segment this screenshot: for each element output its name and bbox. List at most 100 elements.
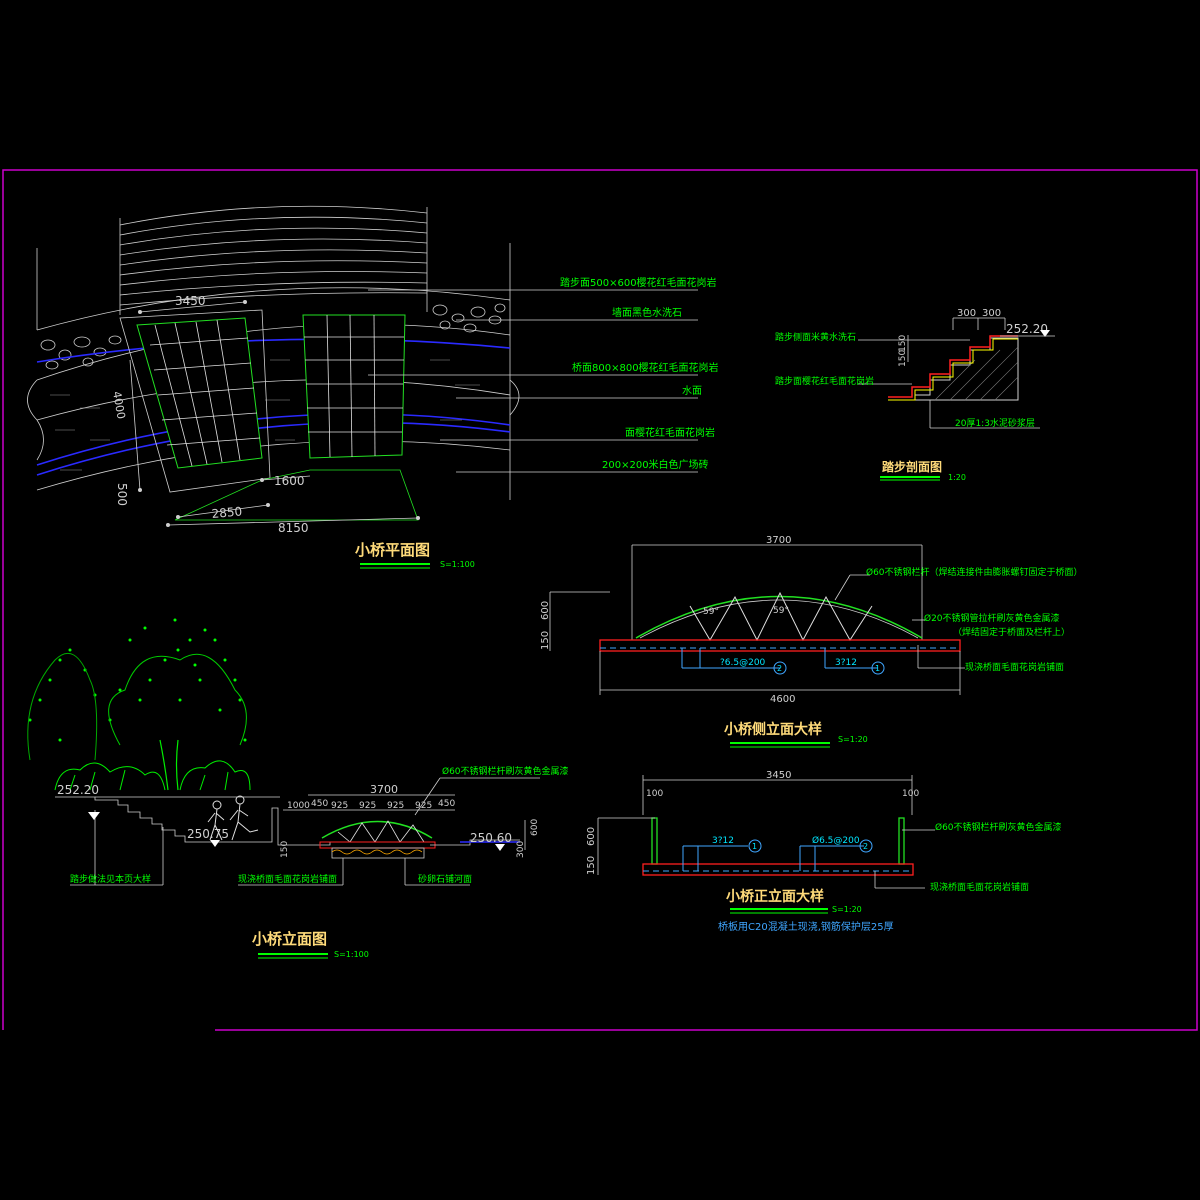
front-post-right <box>898 817 905 865</box>
plan-callout-1: 踏步面500×600樱花红毛面花岗岩 <box>560 276 717 289</box>
front-title: 小桥正立面大样 <box>726 888 824 905</box>
front-elevation: 3450 100 100 600 150 3?12 Ø6.5@200 1 2 Ø… <box>586 770 1062 933</box>
step-dim-h2: 150 <box>898 350 908 367</box>
side-scale: S=1:20 <box>838 735 868 744</box>
side-callout-3: （焊结固定于桥面及栏杆上） <box>953 626 1070 638</box>
plan-callout-6: 200×200米白色广场砖 <box>602 458 709 471</box>
elev-callout-1: Ø60不锈钢栏杆刷灰黄色金属漆 <box>442 765 569 777</box>
left-step-tiles <box>136 317 263 469</box>
step-title: 踏步剖面图 <box>882 459 942 474</box>
plan-scale: S=1:100 <box>440 560 475 569</box>
step-callout-1: 踏步侧面米黄水洗石 <box>775 331 856 343</box>
elev-callout-4: 砂卵石铺河面 <box>418 873 472 885</box>
front-dim-r100: 100 <box>902 789 919 799</box>
front-rebar-1: 3?12 <box>712 836 734 846</box>
step-hatch-body <box>914 337 1019 401</box>
step-dim-a: 300 <box>957 308 976 319</box>
side-title: 小桥侧立面大样 <box>724 721 822 738</box>
elev-dim-925a: 925 <box>331 801 348 811</box>
step-dim-b: 300 <box>982 308 1001 319</box>
elev-dim-450a: 450 <box>311 799 328 809</box>
people-silhouettes <box>207 795 259 841</box>
side-rebar-2: 3?12 <box>835 658 857 668</box>
plan-callout-3: 桥面800×800樱花红毛面花岗岩 <box>572 361 719 374</box>
plan-callout-5: 面樱花红毛面花岗岩 <box>625 426 715 439</box>
front-marker-2: 2 <box>863 842 868 851</box>
step-callout-2: 踏步面樱花红毛面花岗岩 <box>775 375 874 387</box>
stone-pattern <box>40 303 506 370</box>
front-callout-2: 现浇桥面毛面花岗岩铺面 <box>930 881 1029 893</box>
front-scale: S=1:20 <box>832 905 862 914</box>
elev-deck <box>319 841 436 849</box>
plan-title: 小桥平面图 <box>355 541 430 559</box>
elev-dim-925d: 925 <box>415 801 432 811</box>
front-rebar-2: Ø6.5@200 <box>812 835 860 846</box>
elev-dim-h600: 600 <box>530 819 540 836</box>
elev-callout-2: 踏步做法见本页大样 <box>70 873 151 885</box>
side-marker-1: 1 <box>875 664 880 673</box>
left-tile-grid <box>149 319 261 467</box>
side-callout-4: 现浇桥面毛面花岗岩铺面 <box>965 661 1064 673</box>
plan-dim-3450: 3450 <box>175 294 206 308</box>
side-elevation: 3700 59° 59° 4600 600 150 ?6.5@200 3?12 … <box>540 535 1083 748</box>
elev-dim-925c: 925 <box>387 801 404 811</box>
side-arch-outer <box>635 595 923 639</box>
step-red-surface <box>888 335 1018 398</box>
tree-foliage <box>28 618 247 742</box>
paving-arc-lines <box>119 205 428 306</box>
elev-dim-h300: 300 <box>516 841 526 858</box>
plan-view: 3450 2850 8150 1600 500 4000 踏步面500×600樱… <box>27 205 719 569</box>
plan-dim-8150: 8150 <box>278 521 309 535</box>
elev-dim-925b: 925 <box>359 801 376 811</box>
bridge-elev-title: 小桥立面图 <box>252 930 327 948</box>
plan-callout-4: 水面 <box>682 385 702 397</box>
step-section: 300 300 150 150 252.20 踏步侧面米黄水洗石 踏步面樱花红毛… <box>775 308 1055 482</box>
front-dim-h600: 600 <box>586 827 597 846</box>
side-dim-span: 3700 <box>766 535 791 546</box>
plan-dim-1600: 1600 <box>274 474 305 488</box>
elev-right: 250.60 <box>470 831 512 845</box>
sheet-frame <box>2 169 1198 1031</box>
side-dim-h600: 600 <box>540 601 551 620</box>
side-dim-h150: 150 <box>540 631 551 650</box>
side-callout-2: Ø20不锈钢管拉杆刷灰黄色金属漆 <box>924 612 1060 624</box>
step-elevation: 252.20 <box>1006 322 1048 336</box>
right-bridge-tiles <box>302 314 406 459</box>
bridge-elev-scale: S=1:100 <box>334 950 369 959</box>
front-callout-1: Ø60不锈钢栏杆刷灰黄色金属漆 <box>935 821 1062 833</box>
elev-mid: 250.75 <box>187 827 229 841</box>
elev-callout-3: 现浇桥面毛面花岗岩铺面 <box>238 873 337 885</box>
side-callout-1: Ø60不锈钢栏杆（焊结连接件由膨胀螺钉固定于桥面） <box>866 566 1083 578</box>
water-hatch <box>50 359 480 471</box>
bridge-elevation: 252.20 250.75 250.60 3700 1000 450 925 9… <box>27 618 569 959</box>
front-note: 桥板用C20混凝土现浇,钢筋保护层25厚 <box>718 920 894 933</box>
shrubs <box>54 760 251 791</box>
elev-left: 252.20 <box>57 783 99 797</box>
elev-dim-h150: 150 <box>280 841 290 858</box>
tree-canopy <box>108 653 247 746</box>
side-truss <box>689 591 873 642</box>
side-deck <box>599 639 961 652</box>
side-angle-2: 59° <box>773 606 789 616</box>
step-dim-h1: 150 <box>898 335 908 352</box>
front-dim-width: 3450 <box>766 770 791 781</box>
side-marker-2: 2 <box>777 664 782 673</box>
side-angle-1: 59° <box>703 607 719 617</box>
side-dim-total: 4600 <box>770 694 795 705</box>
step-callout-3: 20厚1:3水泥砂浆层 <box>955 417 1035 429</box>
step-scale: 1:20 <box>948 473 966 482</box>
right-tile-grid <box>304 314 404 458</box>
plan-dim-2850: 2850 <box>211 504 243 521</box>
elev-dim-1000: 1000 <box>287 801 310 811</box>
side-rebar-1: ?6.5@200 <box>720 658 766 668</box>
elev-arch <box>321 820 433 839</box>
plan-dim-4000: 4000 <box>110 390 128 420</box>
front-marker-1: 1 <box>752 842 757 851</box>
elev-dim-450b: 450 <box>438 799 455 809</box>
front-deck <box>642 863 914 876</box>
front-dim-h150: 150 <box>586 856 597 875</box>
plan-callout-2: 墙面黑色水洗石 <box>612 306 682 319</box>
plan-dim-500: 500 <box>115 483 129 506</box>
front-post-left <box>651 817 658 865</box>
